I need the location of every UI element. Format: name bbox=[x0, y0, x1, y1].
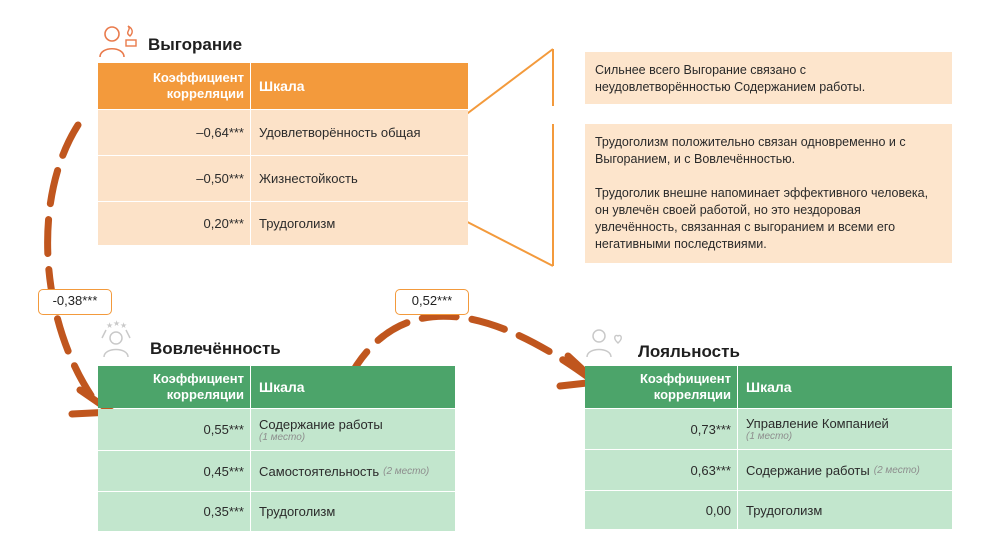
header-scale: Шкала bbox=[250, 366, 455, 408]
loyalty-person-icon bbox=[586, 329, 622, 358]
scale-name: Управление Компанией bbox=[746, 416, 889, 431]
arrow-burnout-engagement bbox=[44, 121, 104, 412]
engagement-table-header: Коэффициент корреляции Шкала bbox=[98, 366, 455, 408]
arrow-engagement-loyalty bbox=[344, 312, 596, 384]
note-text: Сильнее всего Выгорание связано с неудов… bbox=[595, 63, 866, 94]
table-row: 0,00 Трудоголизм bbox=[585, 491, 952, 529]
header-coefficient: Коэффициент корреляции bbox=[152, 70, 244, 101]
svg-text:★: ★ bbox=[120, 321, 127, 330]
burnout-title: Выгорание bbox=[148, 35, 243, 54]
note-workaholism: Трудоголизм положительно связан одноврем… bbox=[585, 124, 952, 263]
coefficient-value: 0,00 bbox=[705, 502, 731, 518]
header-scale: Шкала bbox=[250, 63, 468, 109]
loyalty-table: Коэффициент корреляции Шкала 0,73*** Упр… bbox=[585, 366, 952, 529]
table-row: 0,20*** Трудоголизм bbox=[98, 202, 468, 245]
coefficient-value: 0,73*** bbox=[690, 421, 731, 437]
engagement-title: Вовлечённость bbox=[150, 339, 281, 358]
table-row: –0,64*** Удовлетворённость общая bbox=[98, 110, 468, 155]
correlation-badge-burnout-engagement: -0,38*** bbox=[38, 289, 112, 315]
engagement-person-icon: ★ ★ ★ bbox=[101, 320, 131, 358]
table-row: 0,63*** Содержание работы (2 место) bbox=[585, 450, 952, 490]
rank-note: (1 место) bbox=[259, 431, 306, 443]
scale-name: Удовлетворённость общая bbox=[259, 125, 421, 140]
scale-name: Трудоголизм bbox=[746, 502, 823, 518]
coefficient-value: 0,45*** bbox=[203, 463, 244, 479]
table-row: –0,50*** Жизнестойкость bbox=[98, 156, 468, 201]
svg-text:★: ★ bbox=[106, 321, 113, 330]
header-coefficient: Коэффициент корреляции bbox=[639, 371, 731, 402]
scale-name: Жизнестойкость bbox=[259, 171, 358, 186]
scale-name: Трудоголизм bbox=[259, 504, 336, 519]
header-coefficient: Коэффициент корреляции bbox=[152, 371, 244, 402]
correlation-badge-engagement-loyalty: 0,52*** bbox=[395, 289, 469, 315]
coefficient-value: 0,55*** bbox=[203, 422, 244, 437]
scale-name: Трудоголизм bbox=[259, 216, 336, 231]
scale-name: Самостоятельность bbox=[259, 463, 380, 479]
coefficient-value: 0,20*** bbox=[203, 216, 244, 231]
burnout-table: Коэффициент корреляции Шкала –0,64*** Уд… bbox=[98, 63, 468, 245]
coefficient-value: 0,63*** bbox=[690, 462, 731, 478]
table-row: 0,35*** Трудоголизм bbox=[98, 492, 455, 531]
note-burnout-content: Сильнее всего Выгорание связано с неудов… bbox=[585, 52, 952, 104]
burnout-table-header: Коэффициент корреляции Шкала bbox=[98, 63, 468, 109]
table-row: 0,73*** Управление Компанией (1 место) bbox=[585, 409, 952, 449]
coefficient-value: –0,64*** bbox=[196, 125, 244, 140]
loyalty-title: Лояльность bbox=[638, 342, 740, 361]
scale-name: Содержание работы bbox=[746, 462, 870, 478]
engagement-table: Коэффициент корреляции Шкала 0,55*** Сод… bbox=[98, 366, 455, 531]
note-text: Трудоголик внешне напоминает эффективног… bbox=[595, 186, 929, 251]
note-text: Трудоголизм положительно связан одноврем… bbox=[595, 135, 906, 166]
loyalty-table-header: Коэффициент корреляции Шкала bbox=[585, 366, 952, 408]
rank-note: (1 место) bbox=[746, 431, 793, 442]
table-row: 0,45*** Самостоятельность (2 место) bbox=[98, 451, 455, 491]
rank-note: (2 место) bbox=[383, 465, 430, 477]
scale-name: Содержание работы bbox=[259, 416, 383, 432]
coefficient-value: 0,35*** bbox=[203, 504, 244, 519]
rank-note: (2 место) bbox=[873, 464, 920, 476]
table-row: 0,55*** Содержание работы (1 место) bbox=[98, 409, 455, 450]
coefficient-value: –0,50*** bbox=[196, 171, 244, 186]
header-scale: Шкала bbox=[737, 366, 952, 408]
svg-text:★: ★ bbox=[113, 320, 120, 328]
burnout-person-icon bbox=[99, 25, 137, 58]
